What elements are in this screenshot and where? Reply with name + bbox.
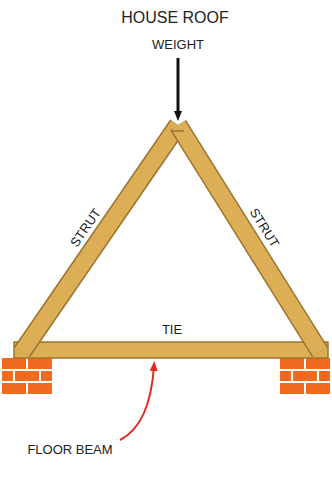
brick-support [2,358,52,394]
part-label: FLOOR BEAM [27,443,112,457]
part-label: TIE [162,323,182,337]
load-label: WEIGHT [152,38,204,52]
tie-beam [14,342,328,358]
left-strut [22,125,178,352]
right-strut [178,125,320,352]
weight-arrow [177,58,180,116]
brick-support [280,358,330,394]
leader-line [120,366,154,440]
diagram-title: HOUSE ROOF [121,9,229,27]
